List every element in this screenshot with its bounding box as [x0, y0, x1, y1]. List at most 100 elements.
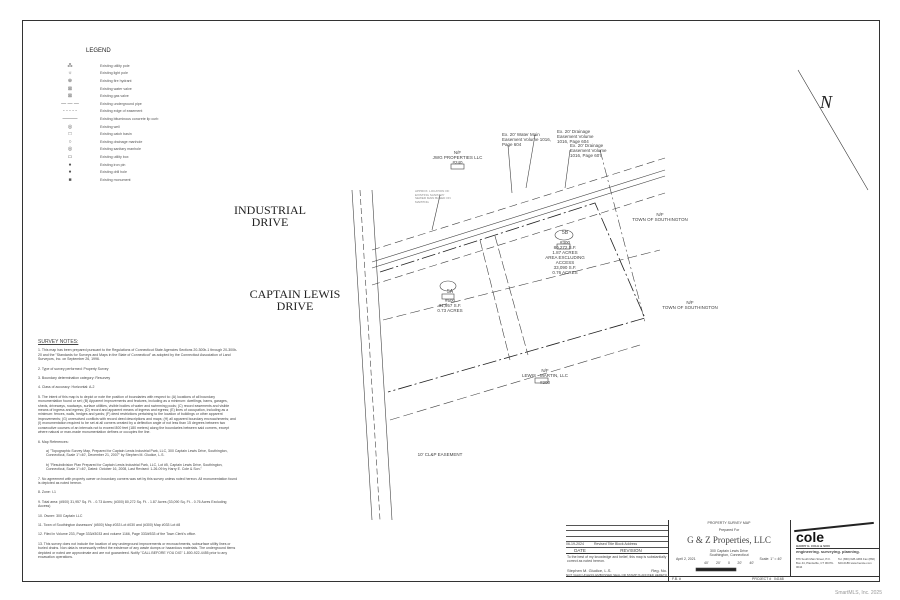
easement-note-3: Ex. 20' Drainage Easement Volume 1016, P… [570, 143, 607, 158]
row-line [371, 175, 666, 269]
abutter-lot: #200 [539, 380, 550, 385]
legend-item: ⊕Existing fire hydrant [40, 77, 210, 85]
easement-line [371, 157, 666, 251]
map-scale: Scale: 1" = 40' [759, 557, 782, 561]
legend-label: Existing edge of easement [100, 109, 143, 114]
parcel-id: 5A [446, 289, 454, 295]
east-line [599, 149, 646, 323]
legend-label: Existing iron pin [100, 162, 126, 167]
legend-label: Existing fire hydrant [100, 78, 132, 83]
firm-tagline: engineering. surveying. planning. [796, 548, 880, 554]
north-arrow-line [797, 69, 869, 191]
lot-number: #300 [559, 240, 570, 245]
parcel-id: 5B [561, 230, 569, 236]
legend: LEGEND ⁂Existing utility pole☼Existing l… [40, 48, 210, 184]
legend-symbol-icon: ■ [68, 176, 72, 183]
legend-item: ■ Existing monument [40, 176, 210, 184]
survey-note: 10. Owner: 300 Captain LLC [38, 513, 83, 518]
legend-symbol-icon: ⊠ [67, 93, 73, 100]
legend-item: ⊠ Existing gas valve [40, 92, 210, 100]
parcel-5b-oval [554, 229, 574, 241]
abutter-nf: N/F [453, 150, 462, 155]
legend-label: Existing bituminous concrete lip curb [100, 116, 159, 121]
project-number: 04168 [774, 577, 784, 581]
street-label-industrial-drive: INDUSTRIAL DRIVE [234, 203, 306, 229]
parcel-boundary [379, 202, 646, 393]
abutter-owner: JWG PROPERTIES LLC [432, 155, 483, 160]
survey-note: 1. This map has been prepared pursuant t… [38, 348, 238, 362]
survey-note: 9. Total area: (#500) 31,957 Sq. Ft. - 0… [38, 499, 227, 509]
scale-bar [695, 567, 737, 572]
scale-tick-label: 20' [737, 561, 742, 565]
project-label: PROJECT # [752, 577, 772, 581]
leader-line [507, 144, 513, 194]
lot-box [441, 293, 455, 300]
abutter-lewis-martin: N/F LEWIS - MARTIN, LLC #200 [515, 368, 575, 385]
firm-contact: Tel. (860) 628-4484 Fax (860) 620-0186 w… [838, 557, 876, 565]
legend-item: — — — Existing underground pipe [40, 100, 210, 108]
scale-tick-label: 0 [728, 561, 730, 565]
legend-symbol-icon: ⁂ [67, 62, 73, 69]
legend-symbol-icon: ◎ [67, 123, 73, 130]
drawing-border [22, 20, 880, 582]
field-book-number: F.B. # [672, 577, 681, 581]
title-center: PROPERTY SURVEY MAP Prepared For G & Z P… [668, 520, 791, 576]
survey-note: 5. The intent of this map is to depict o… [38, 394, 236, 435]
cole-logo: cole [796, 529, 825, 545]
legend-item: ☼Existing light pole [40, 70, 210, 78]
legend-label: Existing monument [100, 177, 131, 182]
legend-item: ●Existing iron pin [40, 161, 210, 169]
scale-tick-label: 40' [704, 561, 709, 565]
legend-label: Existing gas valve [100, 94, 129, 99]
parcel-5b-area-line: ACCESS [555, 260, 575, 265]
revision-description: Revised Title Block Address [594, 542, 638, 546]
leader-line [564, 149, 571, 189]
legend-symbol-icon: ● [68, 169, 72, 176]
abutter-owner: TOWN OF SOUTHINGTON [662, 305, 718, 310]
legend-label: Existing catch basin [100, 132, 132, 137]
scale-tick-label: 20' [716, 561, 721, 565]
parcel-5b-area-line: 1.87 ACRES [552, 250, 578, 255]
map-title: PROPERTY SURVEY MAP [707, 521, 751, 525]
legend-item: ⊠Existing water valve [40, 85, 210, 93]
survey-note: 13. This survey does not include the loc… [38, 541, 236, 559]
abutter-owner: TOWN OF SOUTHINGTON [632, 217, 688, 222]
abutter-southington-1: N/F TOWN OF SOUTHINGTON [625, 212, 695, 222]
address-line-1: 300 Captain Lewis Drive [710, 549, 748, 553]
legend-item: ▭ Existing utility box [40, 153, 210, 161]
legend-label: Existing underground pipe [100, 101, 142, 106]
clp-easement-line [389, 344, 641, 421]
firm-logo-block: cole HARRY E. COLE & SON engineering. su… [790, 520, 880, 576]
title-block: 06-19-2024 Revised Title Block Address D… [566, 520, 880, 582]
legend-item: - - - - -Existing edge of easement [40, 108, 210, 116]
scale-tick-label: 40' [749, 561, 754, 565]
easement-line [371, 192, 666, 286]
revision-header: REVISION [620, 547, 642, 553]
legend-symbol-icon: ⊠ [67, 85, 73, 92]
legend-symbol-icon: ☼ [67, 70, 73, 77]
abutter-owner: LEWIS - MARTIN, LLC [522, 373, 568, 378]
legend-label: Existing utility pole [100, 63, 130, 68]
access-line [494, 235, 529, 356]
survey-note: a) "Topographic Survey Map, Prepared for… [46, 448, 228, 458]
survey-note: 3. Boundary determination category: Resu… [38, 376, 111, 381]
lot-box [556, 243, 571, 250]
legend-label: Existing drainage manhole [100, 139, 143, 144]
survey-note: 7. No agreement with property owner on b… [38, 476, 238, 485]
legend-symbol-icon: ▭ [67, 153, 73, 160]
legend-symbol-icon: — — — [61, 100, 79, 107]
scale-tick-labels: 40' 20' 0 20' 40' [704, 561, 754, 565]
abutter-nf: N/F [656, 212, 664, 217]
revision-block: 06-19-2024 Revised Title Block Address D… [566, 520, 669, 582]
legend-label: Existing utility box [100, 154, 129, 159]
seal-note: NOT VALID UNLESS EMBOSSED SEAL OR STAMP … [566, 572, 668, 577]
parcel-5a-label: 5A #500 31,957 S.F. 0.73 ACRES [425, 289, 475, 314]
survey-note: 6. Map References: [38, 439, 69, 444]
side-margin-text [4, 40, 14, 440]
firm-name: HARRY E. COLE & SON [796, 544, 830, 548]
abutter-nf: N/F [541, 368, 549, 373]
sewer-note: APPROX. LOCATION OF EXISTING SANITARY SE… [415, 189, 451, 204]
legend-label: Existing drill hole [100, 170, 127, 175]
abutter-lot: #240 [452, 160, 463, 165]
